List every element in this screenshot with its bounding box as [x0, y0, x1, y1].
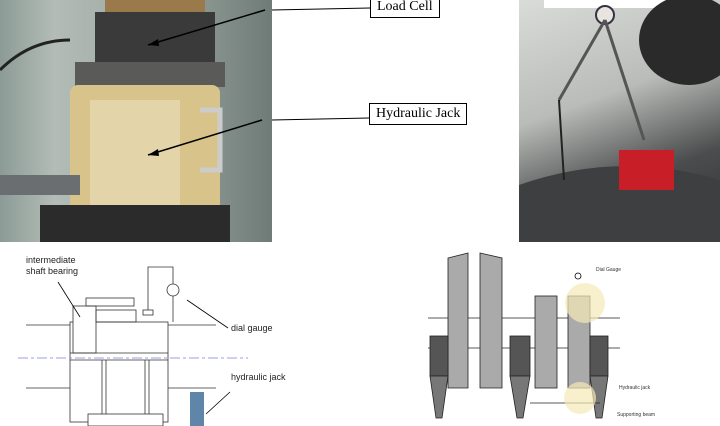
crank-dial-gauge-label: Dial Gauge — [596, 267, 622, 273]
bearing-label-line2: shaft bearing — [26, 266, 79, 276]
load-cell-photo-drawing — [0, 0, 266, 242]
shaft-bearing-diagram — [18, 266, 248, 426]
dial-gauge-photo-drawing — [519, 0, 720, 242]
bearing-label: intermediate shaft bearing — [26, 255, 78, 277]
hydraulic-jack-shape — [190, 392, 204, 426]
crankshaft-diagram — [428, 252, 620, 419]
hydraulic-jack-callout: Hydraulic Jack — [369, 103, 468, 125]
dial-gauge-label: dial gauge — [231, 323, 273, 333]
load-cell-callout: Load Cell — [370, 0, 440, 18]
dial-gauge-photo — [519, 0, 720, 242]
callout-leader-lines — [272, 7, 371, 121]
hydraulic-jack-label: hydraulic jack — [231, 372, 286, 382]
crank-supporting-beam-label: Supporting beam — [617, 412, 656, 418]
crank-hydraulic-jack-label: Hydraulic jack — [619, 385, 651, 391]
load-cell-photo — [0, 0, 272, 242]
bearing-label-line1: intermediate — [26, 255, 76, 265]
